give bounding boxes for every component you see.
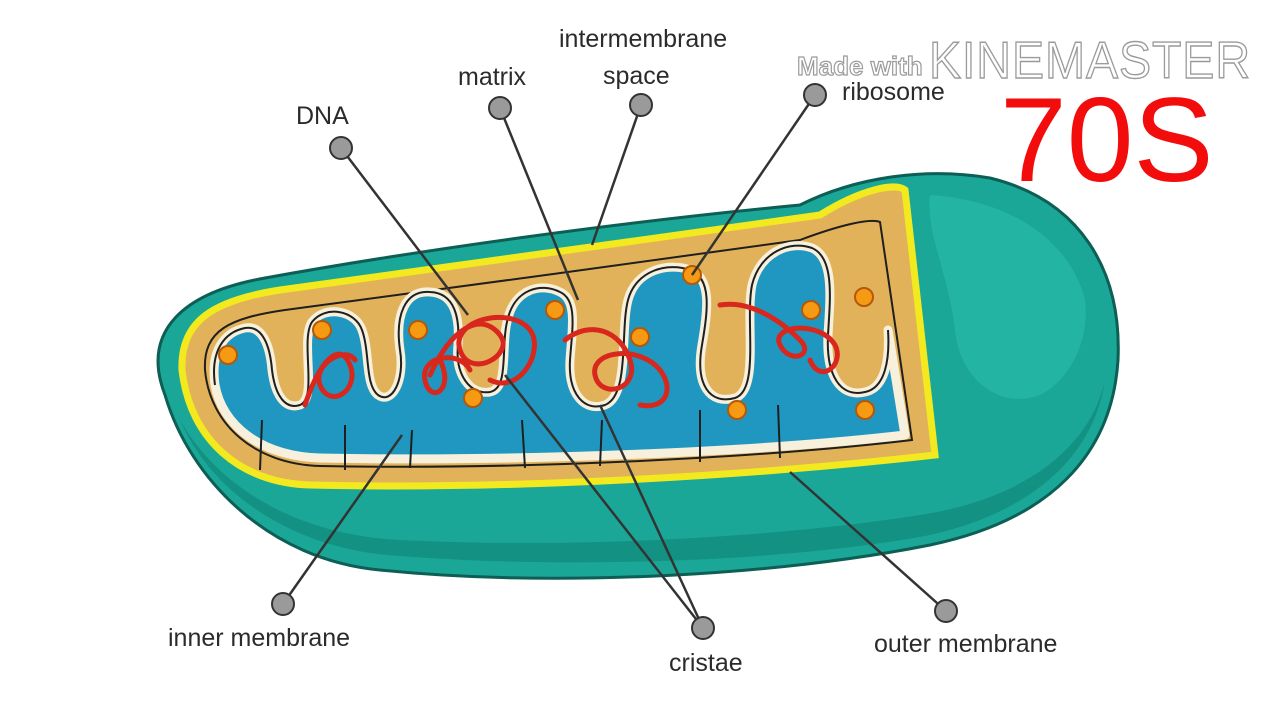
leader-cristae-b [598, 404, 705, 629]
leader-outer-membrane [789, 471, 947, 612]
ribosome-label: ribosome [842, 78, 945, 106]
ribosome-dot [312, 320, 332, 340]
leader-dna [340, 147, 469, 316]
intermembrane-label-line1: intermembrane [559, 25, 728, 53]
cristae-label: cristae [669, 649, 743, 677]
leader-cristae-a [504, 374, 704, 629]
ribosome-dot [630, 327, 650, 347]
knob-dna [329, 136, 353, 160]
leader-intermembrane [590, 104, 643, 246]
inner-membrane-label: inner membrane [168, 624, 351, 652]
kinemaster-watermark: Made with KINEMASTER [797, 31, 1251, 90]
knob-ribosome [803, 83, 827, 107]
ribosome-dot [463, 388, 483, 408]
leader-lines [281, 94, 947, 629]
ribosome-dot [218, 345, 238, 365]
label-knobs [271, 83, 958, 640]
leader-ribosome [690, 94, 817, 276]
ribosome-type-annotation: 70S [1000, 73, 1214, 207]
ribosome-dot [545, 300, 565, 320]
dna-label: DNA [296, 102, 349, 130]
ribosome-dot [727, 400, 747, 420]
intermembrane-label-line2: space [603, 62, 670, 90]
knob-matrix [488, 96, 512, 120]
dna-strands [302, 301, 840, 409]
svg-text:KINEMASTER: KINEMASTER [929, 32, 1251, 90]
svg-text:Made with: Made with [797, 51, 923, 81]
leader-inner-membrane [281, 434, 404, 605]
knob-intermembrane [629, 93, 653, 117]
ribosome-dot [855, 400, 875, 420]
matrix-label: matrix [458, 63, 527, 91]
leader-matrix [498, 107, 580, 301]
knob-cristae [691, 616, 715, 640]
ribosome-dot [801, 300, 821, 320]
ribosome-dot [408, 320, 428, 340]
ribosome-dot [854, 287, 874, 307]
knob-inner-membrane [271, 592, 295, 616]
knob-outer-membrane [934, 599, 958, 623]
ribosomes [218, 265, 875, 420]
outer-membrane-label: outer membrane [874, 630, 1058, 658]
